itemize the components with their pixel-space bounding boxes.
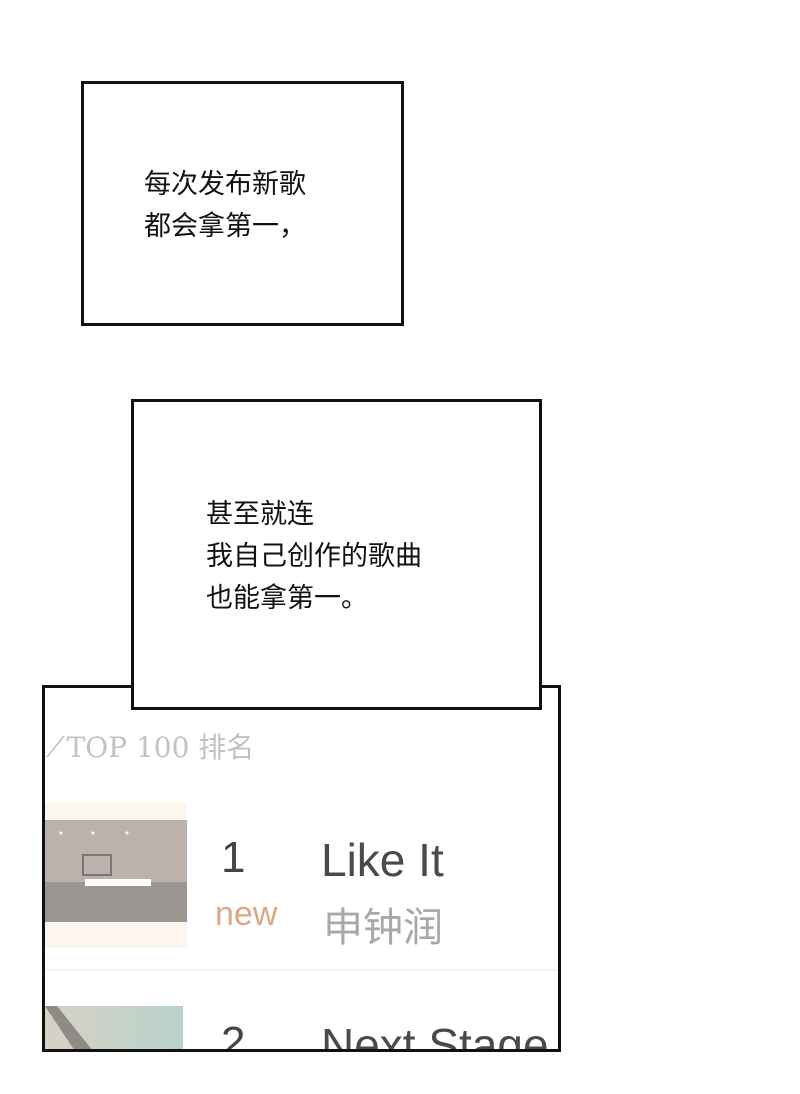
chart-title: ⁄ TOP 100 排名 <box>53 726 254 766</box>
chart-screen-panel: ⁄ TOP 100 排名 1 new Like It 申钟润 2 N <box>42 685 561 1052</box>
album-cover-1 <box>45 803 187 948</box>
caption-text-2: 甚至就连 我自己创作的歌曲 也能拿第一。 <box>206 499 422 614</box>
chart-row-2[interactable]: 2 Next Stage <box>45 1006 558 1052</box>
caption-text-1: 每次发布新歌 都会拿第一， <box>144 169 306 242</box>
rank-number: 1 <box>221 833 246 882</box>
chart-row-1[interactable]: 1 new Like It 申钟润 <box>45 803 558 953</box>
song-title: Next Stage <box>321 1019 549 1052</box>
album-art-icon <box>45 820 187 922</box>
row-divider <box>45 969 558 971</box>
caption-panel-2: 甚至就连 我自己创作的歌曲 也能拿第一。 <box>131 399 542 710</box>
chart-title-text: TOP 100 排名 <box>66 731 255 764</box>
rank-number: 2 <box>221 1018 246 1052</box>
song-title: Like It <box>321 834 444 886</box>
check-icon: ⁄ <box>53 731 58 764</box>
album-cover-2 <box>45 1006 183 1049</box>
caption-panel-1: 每次发布新歌 都会拿第一， <box>81 81 404 326</box>
album-art-icon <box>45 1006 183 1049</box>
new-badge: new <box>215 895 278 933</box>
artist-name: 申钟润 <box>323 905 443 951</box>
